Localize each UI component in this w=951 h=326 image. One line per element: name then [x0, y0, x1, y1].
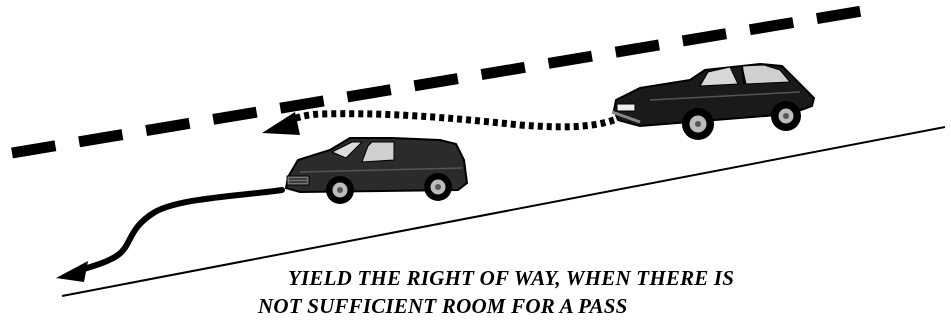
dotted-path-arrowhead	[262, 112, 300, 135]
sedan-rear-wheel	[771, 101, 801, 131]
van-yield-path	[72, 187, 285, 275]
van-path-arrowhead	[56, 261, 88, 282]
caption-line-1: YIELD THE RIGHT OF WAY, WHEN THERE IS	[288, 266, 735, 290]
van-front-wheel	[326, 176, 354, 204]
sedan-vehicle	[611, 62, 816, 140]
center-dashed-line	[11, 2, 881, 159]
caption-line-2: NOT SUFFICIENT ROOM FOR A PASS	[258, 294, 628, 318]
dotted-passing-path	[281, 110, 616, 131]
van-vehicle	[284, 137, 469, 204]
van-rear-wheel	[424, 173, 452, 201]
road-edge-line	[61, 126, 946, 297]
sedan-front-wheel	[682, 108, 714, 140]
